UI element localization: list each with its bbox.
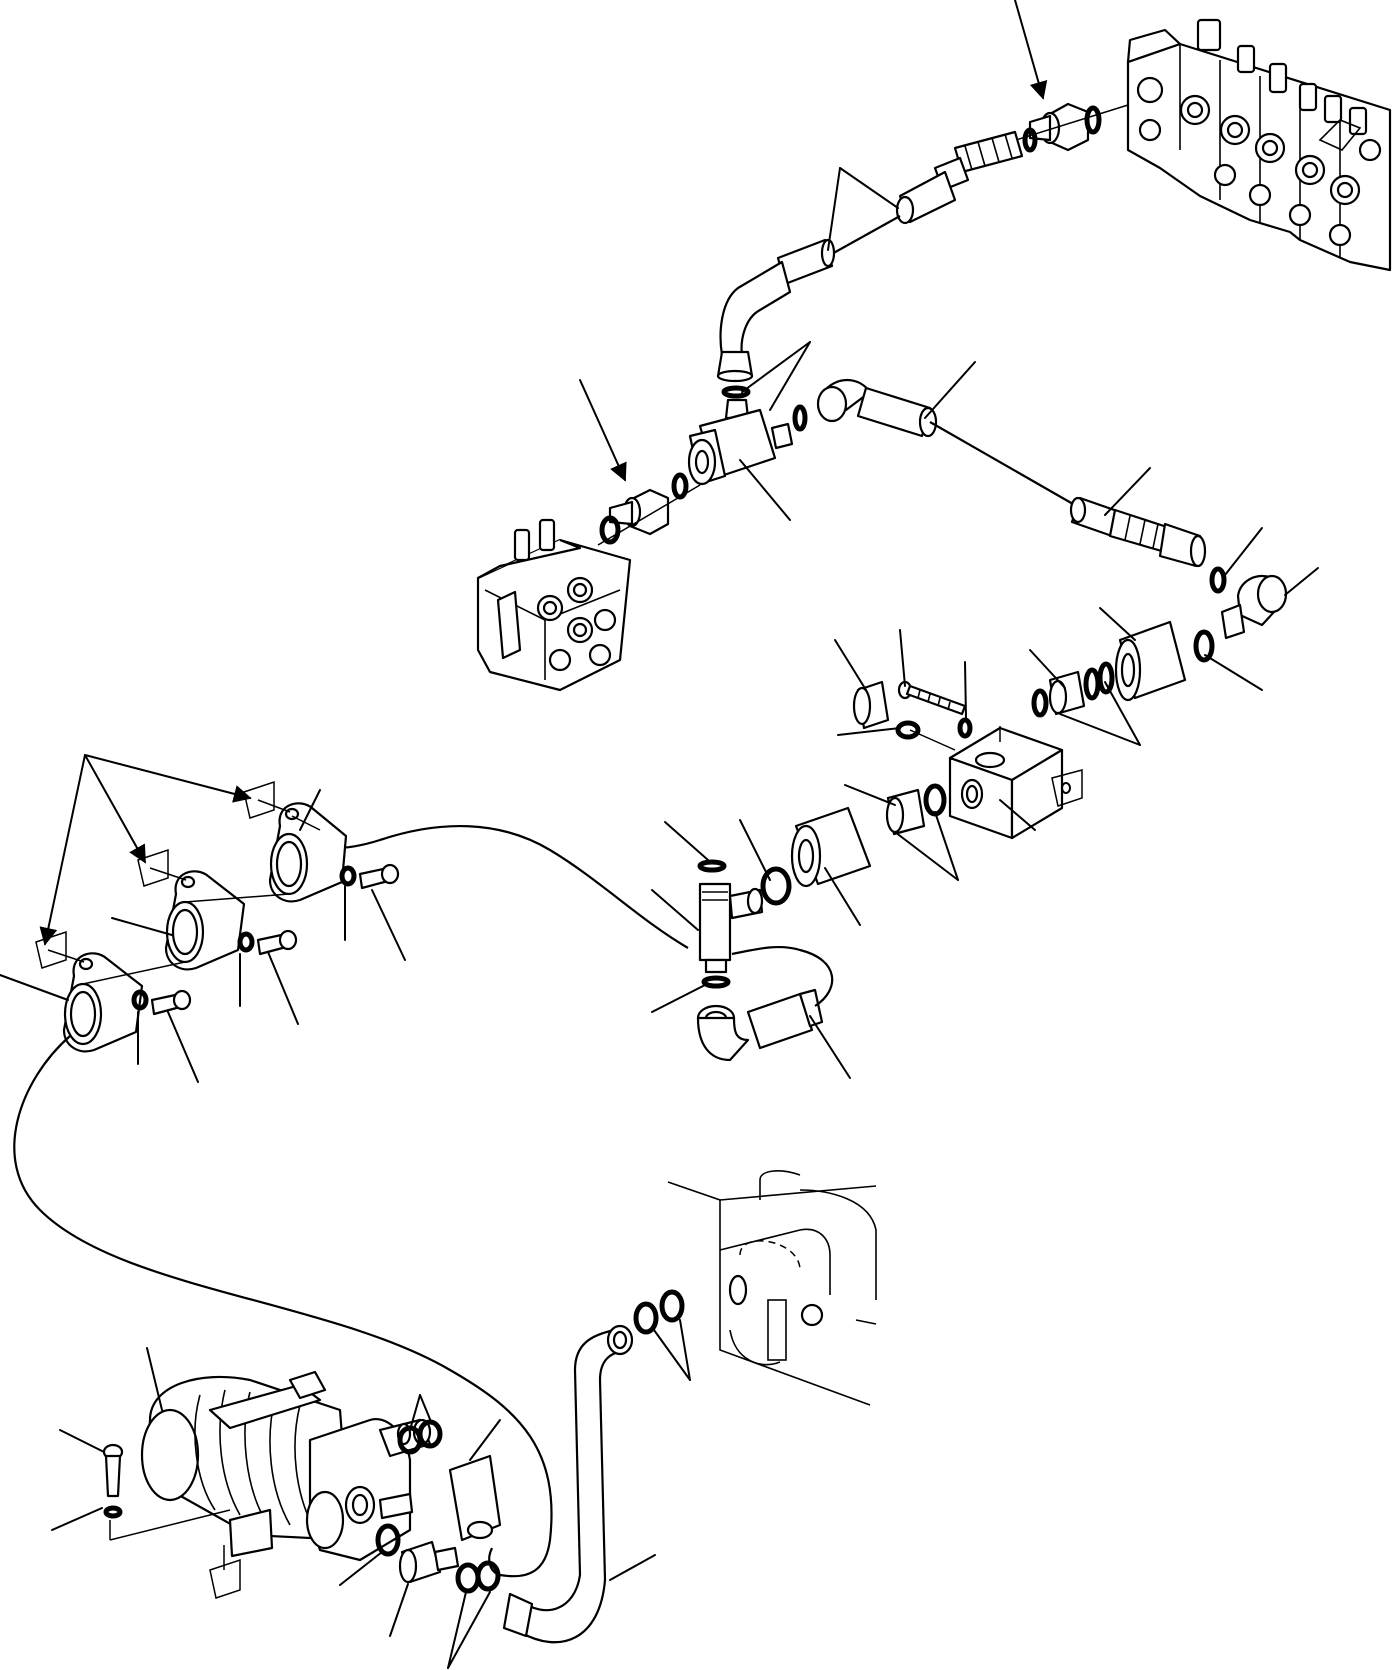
secondary-control-valve bbox=[476, 518, 632, 692]
pipe-clamps bbox=[633, 1289, 685, 1335]
suction-pipe bbox=[502, 1324, 634, 1644]
tee-fitting-upper bbox=[671, 385, 808, 500]
hose-right-run bbox=[816, 379, 1207, 568]
hose-left-loop bbox=[13, 1035, 553, 1578]
hydraulic-pump bbox=[140, 1370, 432, 1562]
tee-fitting-lower bbox=[697, 859, 764, 989]
pump-bolt bbox=[102, 1443, 241, 1599]
manifold-block bbox=[948, 726, 1064, 840]
manifold-lower-chain bbox=[760, 783, 947, 906]
hose-lower-elbow bbox=[696, 945, 834, 1062]
main-control-valve bbox=[1126, 18, 1392, 272]
manifold-bolt bbox=[852, 680, 973, 740]
bracket-group-1 bbox=[243, 780, 400, 903]
location-tag-manifold bbox=[1051, 769, 1083, 807]
hose-long-loop bbox=[321, 824, 689, 949]
pump-adapter-lower bbox=[375, 1523, 501, 1594]
hose-main-valve bbox=[716, 130, 1024, 383]
valve-adapter-secondary bbox=[597, 484, 701, 546]
bracket-group-2 bbox=[137, 848, 298, 971]
hydraulic-tank bbox=[667, 1170, 877, 1406]
valve-adapter-top bbox=[999, 102, 1129, 153]
manifold-upper-chain bbox=[1031, 620, 1187, 718]
elbow-fitting-right bbox=[1193, 566, 1288, 663]
pump-hose-upper bbox=[396, 1419, 502, 1542]
